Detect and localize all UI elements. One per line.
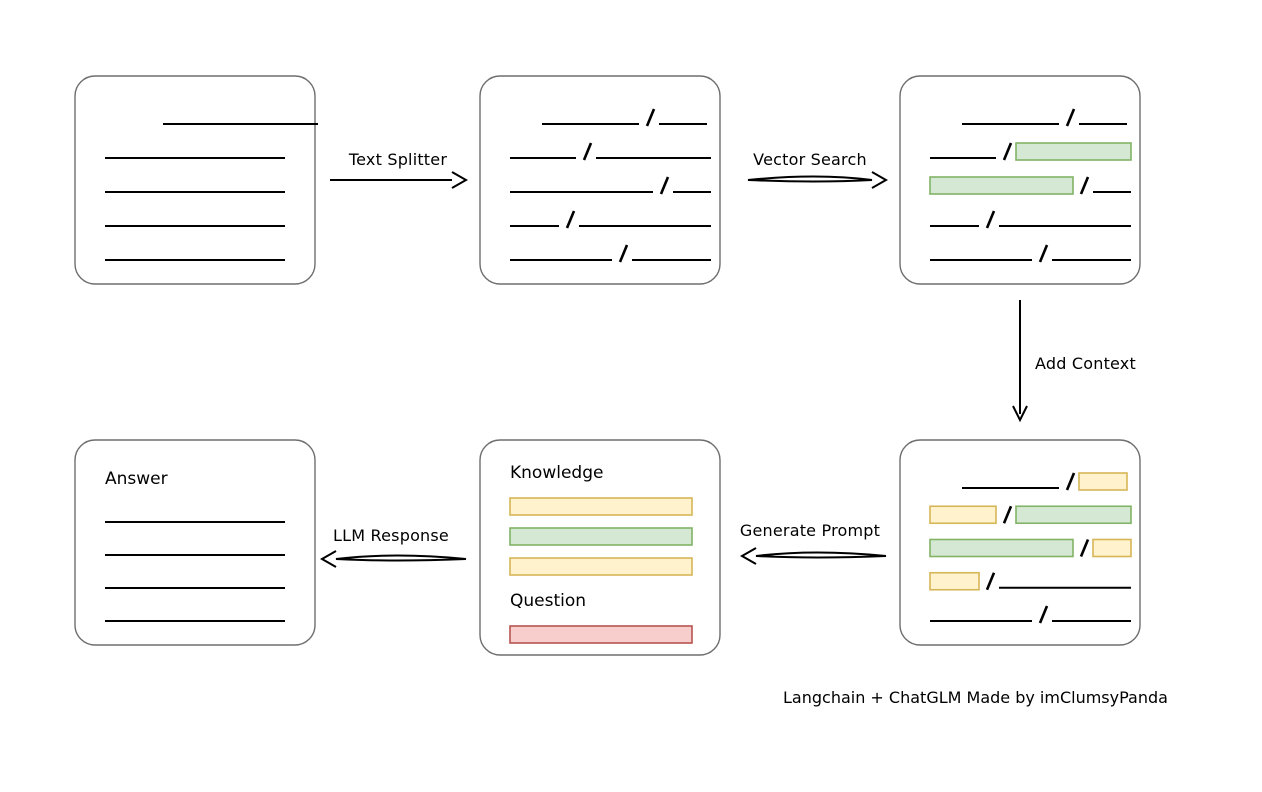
separator-slash [582,142,593,161]
bar-yellow-0-2[interactable] [509,557,693,576]
answer-box-title: Answer [105,469,168,489]
edge-text-splitter-arrowhead [451,171,469,189]
edge-llm-response-shaft [335,554,467,562]
edge-generate-prompt-arrowhead [739,547,757,565]
separator-slash [1065,472,1076,491]
highlight-yellow[interactable] [1078,472,1128,491]
edge-vector-search-arrowhead [871,171,889,189]
edge-llm-response-arrowhead [319,550,337,568]
edge-generate-prompt-shaft [755,551,887,559]
separator-slash [1002,505,1013,524]
edge-text-splitter[interactable]: Text Splitter [330,150,469,189]
separator-slash [1079,176,1090,195]
highlight-green[interactable] [1015,142,1132,161]
edge-generate-prompt[interactable]: Generate Prompt [739,521,887,565]
separator-slash [1065,108,1076,127]
prompt-box-frame [479,439,721,656]
section-heading-1: Question [510,591,586,611]
separator-slash [565,210,576,229]
separator-slash [1038,244,1049,263]
source-document-box-frame [74,75,316,285]
edge-add-context-label: Add Context [1035,354,1136,373]
footer-attribution: Langchain + ChatGLM Made by imClumsyPand… [783,688,1168,707]
separator-slash [618,244,629,263]
edge-llm-response[interactable]: LLM Response [319,526,467,568]
edge-vector-search-label: Vector Search [753,150,867,169]
edge-add-context-arrowhead [1012,405,1028,423]
answer-box[interactable]: Answer [74,439,316,646]
source-document-box[interactable] [74,75,318,285]
highlight-green[interactable] [929,538,1074,558]
edge-vector-search[interactable]: Vector Search [747,150,889,189]
context-added-box[interactable] [899,439,1141,646]
highlight-yellow[interactable] [1092,538,1132,558]
edge-llm-response-label: LLM Response [333,526,449,545]
separator-slash [1038,605,1049,624]
vector-matches-box[interactable] [899,75,1141,285]
separator-slash [1002,142,1013,161]
separator-slash [645,108,656,127]
answer-box-frame [74,439,316,646]
highlight-yellow[interactable] [929,505,997,525]
highlight-green[interactable] [1015,505,1132,525]
bar-red-1-0[interactable] [509,625,693,644]
edge-text-splitter-label: Text Splitter [348,150,447,169]
highlight-yellow[interactable] [929,571,980,591]
edge-add-context[interactable]: Add Context [1012,300,1136,423]
section-heading-0: Knowledge [510,463,603,483]
split-chunks-box[interactable] [479,75,721,285]
split-chunks-box-frame [479,75,721,285]
separator-slash [1079,539,1090,557]
bar-green-0-1[interactable] [509,527,693,546]
separator-slash [985,210,996,229]
highlight-green[interactable] [929,176,1074,195]
separator-slash [985,572,996,591]
edge-vector-search-shaft [747,175,873,183]
edge-generate-prompt-label: Generate Prompt [740,521,880,540]
bar-yellow-0-0[interactable] [509,497,693,516]
separator-slash [659,176,670,195]
